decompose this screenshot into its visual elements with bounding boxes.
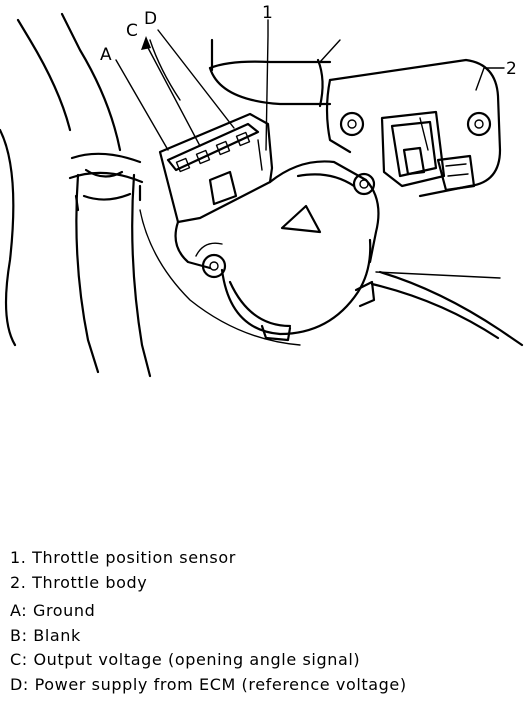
callout-2: 2 <box>506 59 517 79</box>
legend-item-2: 2. Throttle body <box>10 572 148 592</box>
legend-item-b: B: Blank <box>10 625 81 645</box>
legend: 1. Throttle position sensor 2. Throttle … <box>10 546 520 698</box>
callout-1: 1 <box>262 3 273 23</box>
engine-background <box>0 38 524 347</box>
hose-left <box>16 12 152 378</box>
callout-d: D <box>144 9 157 29</box>
legend-item-d: D: Power supply from ECM (reference volt… <box>10 674 407 694</box>
throttle-sensor-diagram: 1 2 A C D <box>0 3 524 378</box>
legend-item-c: C: Output voltage (opening angle signal) <box>10 650 361 670</box>
leader-lines <box>115 19 505 279</box>
throttle-position-sensor <box>158 112 380 342</box>
callout-a: A <box>100 45 112 65</box>
throttle-body <box>325 58 502 198</box>
callout-c: C <box>126 21 138 41</box>
legend-item-1: 1. Throttle position sensor <box>10 548 236 567</box>
legend-item-a: A: Ground <box>10 601 96 621</box>
